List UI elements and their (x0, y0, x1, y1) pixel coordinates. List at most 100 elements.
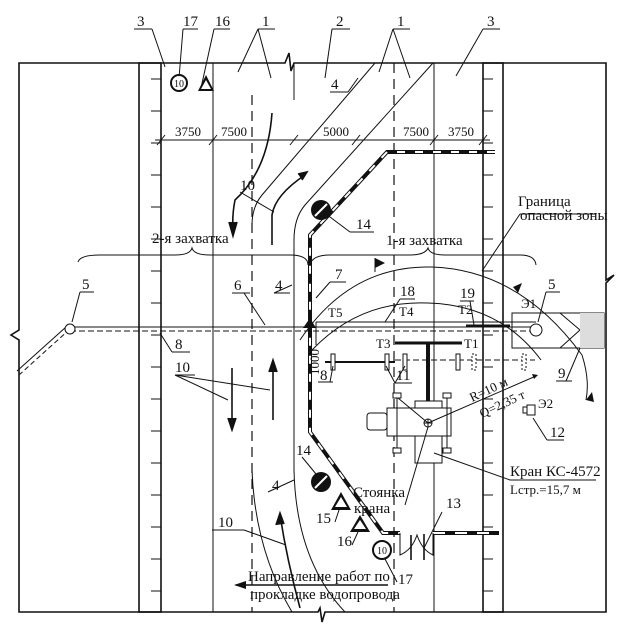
dimension-label: 7500 (403, 124, 429, 139)
cut-marker (303, 318, 316, 328)
callout-2: 2 (336, 14, 344, 30)
danger-zone-label: Граница (518, 194, 571, 210)
callout-4: 4 (272, 478, 280, 494)
curb-right (482, 62, 504, 613)
warning-sign-icon (331, 492, 351, 510)
callout-5: 5 (82, 277, 90, 293)
detour-sign-icon (311, 200, 331, 220)
outrigger-line (397, 397, 429, 424)
point-t3: Т3 (376, 336, 390, 351)
leader-line (423, 511, 443, 549)
callout-17: 17 (398, 572, 414, 588)
crane-parking-label: крана (354, 501, 390, 517)
zone-1-label: 1-я захватка (386, 233, 463, 249)
svg-text:10: 10 (377, 546, 387, 557)
curb-left (138, 62, 162, 613)
crane-reach-arc (311, 302, 542, 361)
danger-flag-icon (374, 258, 594, 402)
crane-parking-label: Стоянка (353, 485, 405, 501)
callout-17: 17 (183, 14, 199, 30)
callout-16: 16 (215, 14, 231, 30)
leader-line (325, 213, 351, 233)
pipeline (16, 321, 536, 423)
dimension-label: 3750 (175, 124, 201, 139)
dimension-label: 3750 (448, 124, 474, 139)
dimension-1000: 1000 (307, 349, 322, 375)
road-works-sign-icon (198, 75, 214, 91)
callout-19: 19 (460, 286, 475, 302)
point-t1: Т1 (464, 336, 478, 351)
leader-lines (174, 191, 287, 546)
crane-boom-radius (427, 375, 537, 424)
detour-sign-icon (311, 472, 331, 492)
callout-4: 4 (275, 278, 283, 294)
callout-14: 14 (356, 217, 372, 233)
callout-6: 6 (234, 278, 242, 294)
leader-lines (71, 281, 581, 441)
callout-7: 7 (335, 267, 343, 283)
arrow-head (234, 581, 246, 589)
dimension-ticks (156, 134, 488, 146)
leader-line (404, 426, 429, 506)
callout-10: 10 (218, 515, 233, 531)
callout-11: 11 (396, 368, 410, 384)
point-e1: Э1 (521, 296, 536, 311)
access-arrows (410, 534, 425, 560)
callout-15: 15 (316, 511, 331, 527)
callout-5: 5 (548, 277, 556, 293)
fence-barrier (308, 150, 499, 556)
point-t5: Т5 (328, 305, 342, 320)
callout-8: 8 (175, 337, 183, 353)
leader-line (351, 531, 359, 546)
road-works-sign-icon (350, 515, 370, 532)
manhole-well (64, 323, 76, 335)
crane-kc-4572 (366, 392, 452, 464)
leader-line (384, 558, 398, 583)
callout-13: 13 (446, 496, 461, 512)
callout-16: 16 (337, 534, 353, 550)
floodlight-icon (522, 404, 536, 416)
point-e2: Э2 (538, 396, 553, 411)
traffic-arrows (227, 112, 309, 609)
callout-10: 10 (240, 178, 255, 194)
callout-3: 3 (137, 14, 145, 30)
detour-line (251, 469, 293, 613)
leader-line (301, 456, 317, 475)
dimension-label: 7500 (221, 124, 247, 139)
pipe-supports (330, 353, 527, 371)
danger-zone-boundary (299, 266, 588, 401)
speed-limit-sign: 10 (170, 74, 188, 92)
zone-2-label: 2-я захватка (152, 231, 229, 247)
leader-line (334, 509, 340, 523)
callout-1: 1 (397, 14, 405, 30)
direction-label: Направление работ по (248, 569, 390, 585)
point-t4: Т4 (399, 304, 414, 319)
callout-4: 4 (331, 77, 339, 93)
detour-line (293, 62, 434, 613)
detour-line (251, 62, 376, 226)
leader-line (267, 479, 295, 493)
callout-18: 18 (400, 284, 415, 300)
callout-1: 1 (262, 14, 270, 30)
callout-8: 8 (320, 368, 328, 384)
leader-line (481, 213, 521, 272)
direction-label: прокладке водопровода (250, 587, 400, 603)
crane-boom-length: Lстр.=15,7 м (510, 482, 581, 497)
arrow-head (532, 374, 538, 379)
danger-zone-label: опасной зоны (520, 208, 608, 224)
site-boundary (9, 52, 615, 623)
crane-model: Кран КС-4572 (510, 464, 601, 480)
callout-10: 10 (175, 360, 190, 376)
zone-brace-1 (309, 246, 537, 266)
callout-14: 14 (296, 443, 312, 459)
leader-line (433, 452, 511, 481)
leader-lines (134, 28, 500, 93)
callout-12: 12 (550, 425, 565, 441)
dimension-label: 5000 (323, 124, 349, 139)
callout-9: 9 (558, 366, 566, 382)
point-t2: Т2 (458, 302, 472, 317)
speed-limit-sign: 10 (372, 540, 392, 560)
svg-text:10: 10 (174, 79, 184, 90)
